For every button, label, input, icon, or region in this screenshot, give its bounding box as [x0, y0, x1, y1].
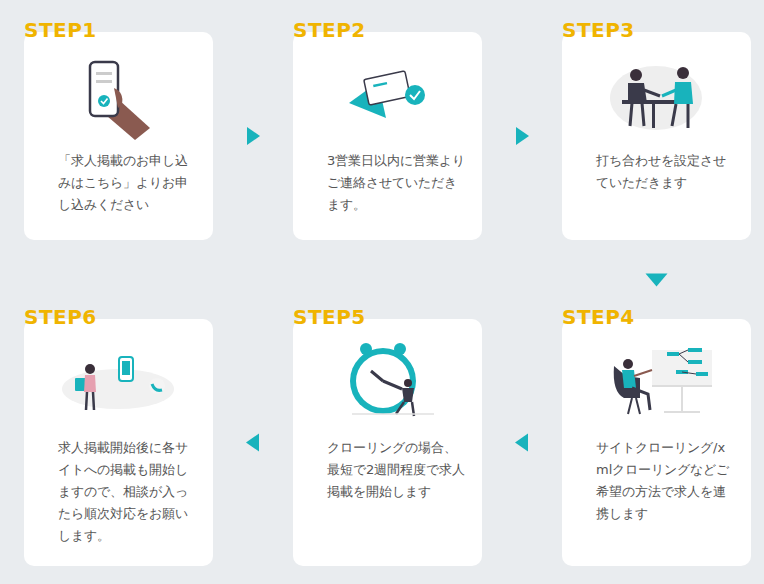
- illustration-shape: [667, 352, 679, 356]
- step-card: STEP3打ち合わせを設定させていただきます: [562, 32, 751, 240]
- illustration-shape: [350, 348, 416, 414]
- meeting-icon: [610, 66, 702, 130]
- illustration-shape: [360, 343, 372, 355]
- illustration-shape: [630, 103, 644, 126]
- flow-arrow: [515, 434, 528, 452]
- flow-arrow: [516, 127, 529, 145]
- illustration-shape: [119, 357, 133, 381]
- illustration-shape: [149, 378, 165, 394]
- illustration-shape: [677, 67, 689, 79]
- arrow-head: [516, 127, 529, 145]
- step-label: STEP4: [562, 305, 635, 329]
- illustration-shape: [679, 350, 696, 374]
- illustration-shape: [667, 348, 708, 376]
- illustration-shape: [630, 69, 642, 81]
- illustration-shape: [114, 88, 122, 108]
- illustration-shape: [122, 361, 130, 375]
- arrow-head: [515, 434, 528, 452]
- mail-check-icon: [349, 71, 425, 118]
- step-description: 「求人掲載のお申し込みはこちら」よりお申し込みください: [58, 150, 198, 216]
- step-description: 3営業日以内に営業よりご連絡させていただきます。: [327, 150, 467, 216]
- illustration-shape: [356, 354, 410, 408]
- arrow-head: [646, 274, 668, 287]
- illustration-shape: [674, 82, 693, 104]
- flow-arrow: [646, 274, 668, 287]
- illustration-shape: [90, 62, 118, 116]
- illustration-shape: [628, 83, 647, 103]
- illustration-shape: [634, 370, 652, 376]
- step-card: STEP6求人掲載開始後に各サイトへの掲載も開始しますので、相談が入ったら順次対…: [24, 319, 213, 566]
- illustration-shape: [402, 388, 414, 402]
- illustration-shape: [652, 350, 712, 386]
- illustration-shape: [86, 392, 94, 410]
- illustration-shape: [405, 85, 425, 105]
- illustration-shape: [644, 90, 660, 96]
- arrow-head: [247, 127, 260, 145]
- illustration-shape: [364, 71, 410, 105]
- illustration-shape: [84, 375, 96, 392]
- illustration-shape: [688, 360, 702, 364]
- illustration-shape: [394, 343, 406, 355]
- step-card: STEP1「求人掲載のお申し込みはこちら」よりお申し込みください: [24, 32, 213, 240]
- illustration-shape: [410, 91, 420, 99]
- data-link-icon: [614, 348, 712, 414]
- step-label: STEP5: [293, 305, 366, 329]
- flow-arrow: [247, 127, 260, 145]
- illustration-shape: [672, 104, 688, 128]
- illustration-shape: [101, 99, 108, 104]
- illustration-shape: [632, 388, 650, 410]
- illustration-shape: [652, 386, 712, 412]
- illustration-shape: [152, 384, 162, 390]
- illustration-shape: [628, 398, 640, 414]
- clock-icon: [350, 343, 434, 416]
- illustration-shape: [371, 371, 402, 389]
- illustration-shape: [98, 95, 110, 107]
- step-description: 打ち合わせを設定させていただきます: [596, 150, 736, 194]
- illustration-shape: [688, 348, 702, 352]
- step-description: 求人掲載開始後に各サイトへの掲載も開始しますので、相談が入ったら順次対応をお願い…: [58, 437, 198, 547]
- flow-arrow: [246, 434, 259, 452]
- remote-consult-icon: [62, 357, 174, 410]
- step-card: STEP23営業日以内に営業よりご連絡させていただきます。: [293, 32, 482, 240]
- step-label: STEP1: [24, 18, 97, 42]
- arrow-head: [246, 434, 259, 452]
- step-label: STEP3: [562, 18, 635, 42]
- illustration-shape: [352, 413, 434, 415]
- phone-hand-icon: [90, 62, 150, 140]
- illustration-shape: [610, 66, 702, 130]
- illustration-shape: [373, 82, 387, 87]
- illustration-shape: [622, 370, 636, 388]
- illustration-shape: [85, 364, 95, 374]
- illustration-shape: [96, 72, 112, 75]
- illustration-shape: [614, 366, 640, 398]
- illustration-shape: [623, 359, 633, 369]
- step-description: サイトクローリング/xmlクローリングなどご希望の方法で求人を連携します: [596, 437, 736, 525]
- illustration-shape: [404, 379, 412, 387]
- illustration-shape: [652, 104, 655, 128]
- illustration-shape: [696, 372, 708, 376]
- illustration-shape: [662, 90, 676, 96]
- illustration-shape: [96, 80, 112, 83]
- step-description: クローリングの場合、最短で2週間程度で求人掲載を開始します: [327, 437, 467, 503]
- step-label: STEP2: [293, 18, 366, 42]
- step-label: STEP6: [24, 305, 97, 329]
